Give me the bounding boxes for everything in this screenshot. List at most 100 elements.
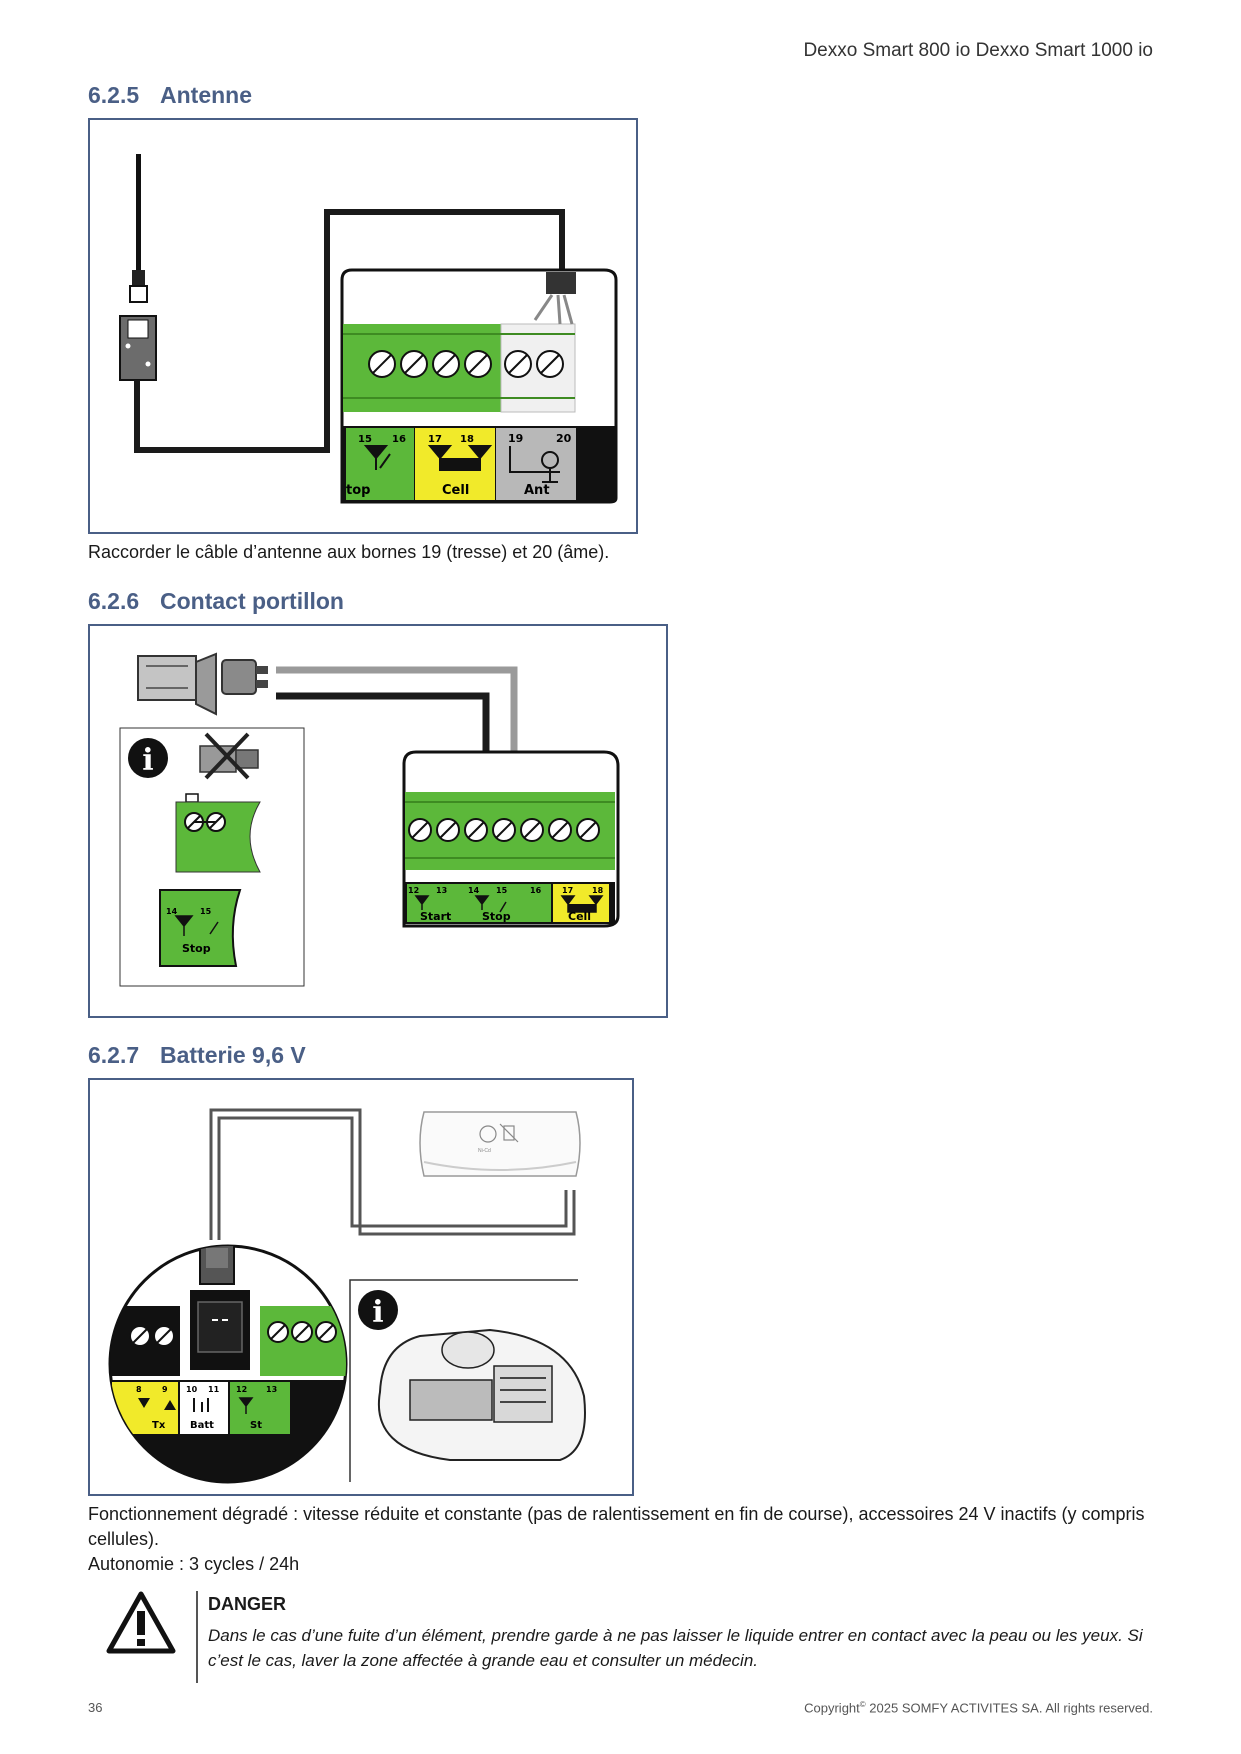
- info-glyph: i: [372, 1295, 383, 1330]
- section-heading-portillon: 6.2.6 Contact portillon: [88, 588, 344, 615]
- label-stop: Stop: [482, 910, 511, 923]
- portillon-wiring-figure: 12 13 14 15 16 17 18 Start Stop Cell i 1…: [88, 624, 668, 1018]
- mini-label-stop-zone: [159, 889, 242, 967]
- battery-pack: [419, 1111, 581, 1177]
- terminal-14: 14: [468, 886, 480, 895]
- block-tab: [185, 793, 199, 803]
- inset-terminal-14: 14: [166, 907, 178, 916]
- bracket-screw-icon: [145, 361, 151, 367]
- battery-wire-outer: [209, 1108, 576, 1240]
- terminal-9: 9: [162, 1385, 168, 1394]
- bracket-screw-icon: [125, 343, 131, 349]
- motor-electronics: [493, 1365, 553, 1423]
- battery-wire-inner: [217, 1116, 568, 1240]
- antenna-rod: [136, 154, 141, 274]
- start-contact-icon: [414, 895, 430, 910]
- tx-symbol-icon: [138, 1398, 176, 1410]
- antenna-symbol-icon: [509, 446, 560, 483]
- motor-battery-location: [409, 1379, 493, 1421]
- copyright-symbol: ©: [859, 1700, 866, 1709]
- antenna-bracket: [119, 315, 157, 381]
- removed-contact-switch: [235, 749, 259, 769]
- copyright: Copyright© 2025 SOMFY ACTIVITES SA. All …: [804, 1700, 1153, 1715]
- document-header: Dexxo Smart 800 io Dexxo Smart 1000 io: [803, 40, 1153, 61]
- terminal-8: 8: [136, 1385, 142, 1394]
- battery-text-1: Fonctionnement dégradé : vitesse réduite…: [88, 1504, 1145, 1549]
- motor-inset-frame: [349, 1279, 578, 1482]
- terminal-17: 17: [562, 886, 573, 895]
- terminal-12: 12: [408, 886, 419, 895]
- terminal-17: 17: [428, 434, 442, 445]
- cell-contact-icon: [560, 895, 604, 913]
- section-heading-antenne: 6.2.5 Antenne: [88, 82, 252, 109]
- label-ant: Ant: [524, 483, 550, 498]
- section-number: 6.2.6: [88, 588, 140, 614]
- antenna-wiring-figure: 15 16 17 18 19 20 top Cell Ant: [88, 118, 638, 534]
- terminal-15: 15: [496, 886, 508, 895]
- bin-icon: [503, 1125, 515, 1141]
- stop-contact-icon: [174, 915, 219, 936]
- inset-terminal-15: 15: [200, 907, 212, 916]
- danger-divider: [196, 1591, 198, 1683]
- terminal-screws: [368, 350, 564, 378]
- info-glyph: i: [142, 743, 153, 778]
- inset-label-stop: Stop: [182, 942, 211, 955]
- terminal-15: 15: [358, 434, 372, 445]
- info-icon: [358, 1290, 398, 1330]
- warning-triangle-icon: [106, 1591, 176, 1654]
- section-title: Contact portillon: [160, 588, 344, 614]
- switch-pin: [256, 666, 268, 674]
- label-stop-zone: [346, 428, 414, 500]
- info-icon: [128, 738, 168, 778]
- cell-contact-icon: [427, 445, 493, 471]
- terminal-13: 13: [266, 1385, 277, 1394]
- danger-title: DANGER: [208, 1594, 287, 1614]
- label-tx: Tx: [152, 1420, 166, 1431]
- coax-wires: [533, 294, 574, 325]
- label-cell: Cell: [442, 483, 469, 498]
- stop-contact-icon: [363, 445, 391, 470]
- section-title: Antenne: [160, 82, 252, 108]
- antenna-cable: [134, 209, 565, 453]
- copyright-suffix: 2025 SOMFY ACTIVITES SA. All rights rese…: [865, 1700, 1153, 1716]
- terminal-19: 19: [508, 432, 523, 445]
- antenna-collar: [129, 285, 148, 303]
- label-cell: Cell: [568, 910, 591, 923]
- terminal-screws: [408, 818, 600, 842]
- terminal-20: 20: [556, 432, 572, 445]
- cross-out-icon: [204, 732, 250, 780]
- battery-text-2: Autonomie : 3 cycles / 24h: [88, 1554, 300, 1574]
- motor-pulley: [441, 1331, 495, 1369]
- battery-symbol-icon: [193, 1398, 209, 1412]
- gate-contact-switch: [221, 659, 257, 695]
- recycle-icon: [479, 1125, 497, 1143]
- terminal-13: 13: [436, 886, 447, 895]
- section-title: Batterie 9,6 V: [160, 1042, 306, 1068]
- battery-wiring-diagram: Ni-Cd 8: [108, 1108, 586, 1484]
- antenna-caption: Raccorder le câble d’antenne aux bornes …: [88, 542, 610, 562]
- label-stop: top: [346, 483, 370, 498]
- label-st: St: [250, 1420, 262, 1431]
- battery-marking: Ni-Cd: [478, 1148, 491, 1154]
- terminal-12: 12: [236, 1385, 247, 1394]
- terminal-11: 11: [208, 1385, 220, 1394]
- terminal-10: 10: [186, 1385, 198, 1394]
- page-number: 36: [88, 1700, 103, 1715]
- label-start-stop-zone: [407, 884, 551, 922]
- stop-contact-icon: [474, 895, 507, 913]
- antenna-clip: [127, 319, 149, 339]
- label-batt: Batt: [190, 1420, 214, 1431]
- terminal-16: 16: [530, 886, 542, 895]
- label-cell-zone: [553, 884, 609, 922]
- portillon-wiring-diagram: 12 13 14 15 16 17 18 Start Stop Cell i 1…: [119, 652, 620, 987]
- gate-contact-bracket: [137, 655, 197, 701]
- start-contact-icon: [238, 1397, 254, 1414]
- terminal-18: 18: [460, 434, 474, 445]
- switch-pin: [256, 680, 268, 688]
- copyright-prefix: Copyright: [804, 1700, 860, 1716]
- label-start: Start: [420, 910, 451, 923]
- battery-wiring-figure: Ni-Cd 8: [88, 1078, 634, 1496]
- section-number: 6.2.5: [88, 82, 140, 108]
- antenna-wiring-diagram: 15 16 17 18 19 20 top Cell Ant: [119, 154, 618, 504]
